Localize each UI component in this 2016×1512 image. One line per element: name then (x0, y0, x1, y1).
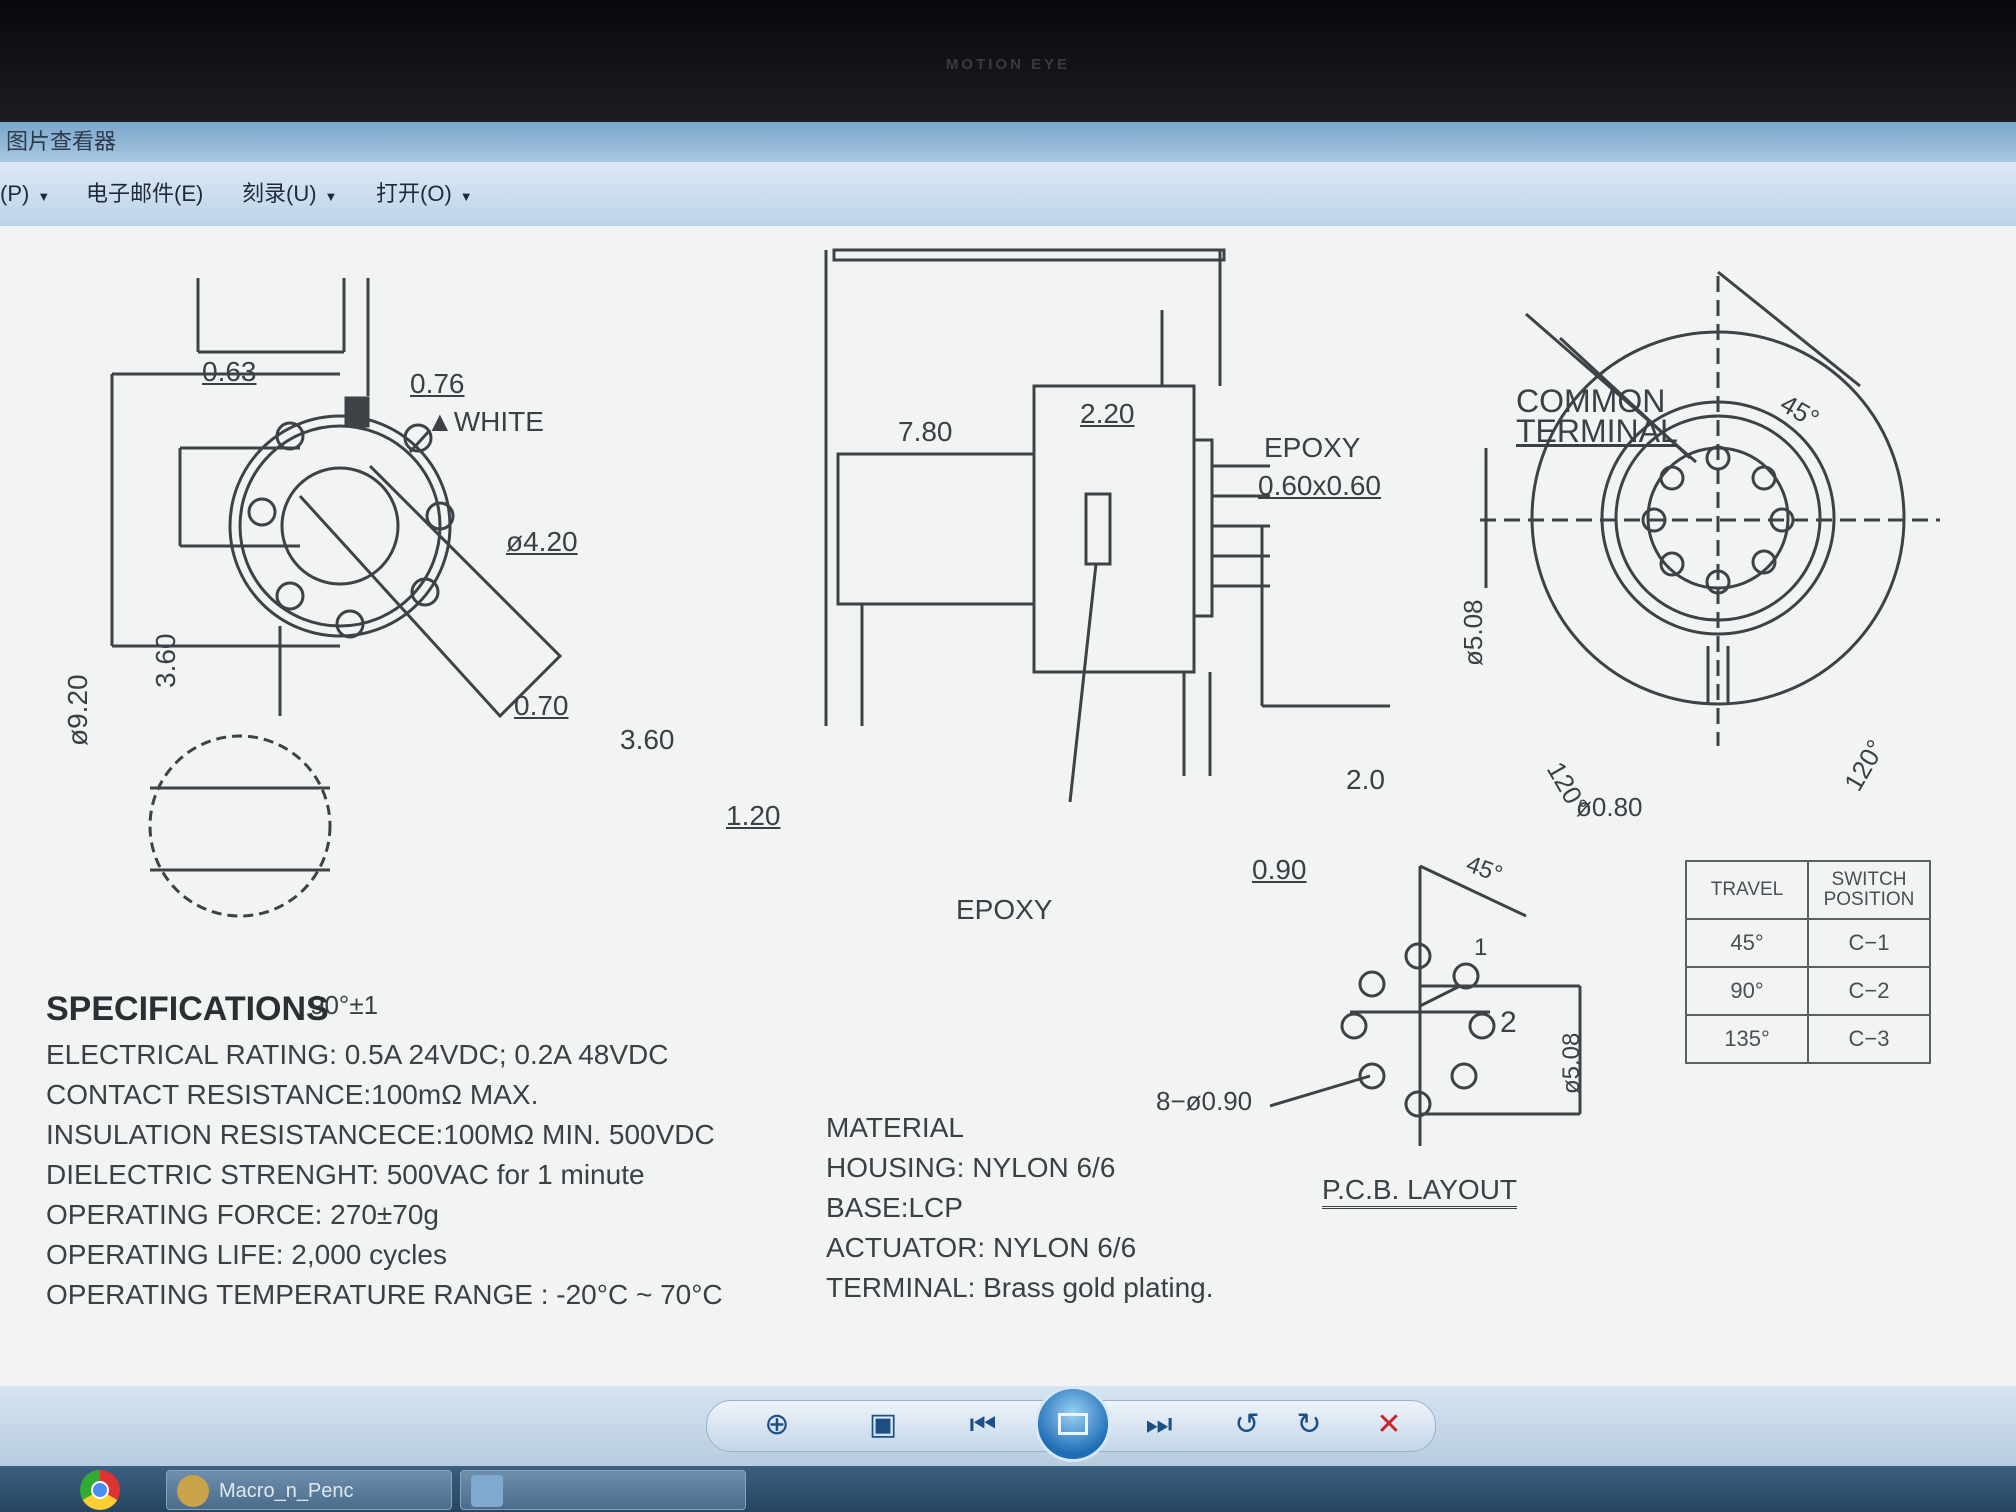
window-title: 图片查看器 (0, 122, 2016, 162)
pcb-position-2: 2 (1500, 1006, 1517, 1039)
viewer-toolbar: ⊕ ▣ ⏮ ⏭ ↺ ↻ ✕ (0, 1386, 2016, 1466)
taskbar-item-label: Macro_n_Penc (219, 1480, 354, 1502)
fit-window-icon[interactable]: ▣ (868, 1407, 898, 1442)
dim-220: 2.20 (1080, 398, 1135, 429)
photo-viewer-icon (471, 1475, 503, 1507)
dim-360: 3.60 (620, 724, 675, 755)
table-cell-position: C−2 (1807, 966, 1931, 1016)
table-cell-position: C−3 (1807, 1014, 1931, 1064)
material-heading: MATERIAL (826, 1112, 964, 1143)
table-cell-travel: 90° (1685, 966, 1809, 1016)
menu-burn[interactable]: 刻录(U) ▼ (242, 178, 337, 210)
white-marker: ▲WHITE (426, 406, 544, 437)
previous-icon[interactable]: ⏮ (969, 1407, 997, 1442)
table-header-switch-position: SWITCH POSITION (1807, 860, 1931, 920)
dim-120: 1.20 (726, 800, 781, 831)
menu-bar: (P) ▼ 电子邮件(E) 刻录(U) ▼ 打开(O) ▼ (0, 162, 2016, 227)
table-header-row: TRAVEL SWITCH POSITION (1685, 860, 1931, 920)
dim-063: 0.63 (202, 356, 257, 387)
dim-20: 2.0 (1346, 764, 1385, 795)
pcb-dia-508: ø5.08 (1558, 1032, 1585, 1094)
monitor-brand: MOTION EYE (945, 56, 1071, 73)
app-icon (177, 1475, 209, 1507)
slideshow-icon[interactable] (1035, 1386, 1111, 1462)
dia-920: ø9.20 (62, 674, 93, 746)
dim-780: 7.80 (898, 416, 953, 447)
zoom-in-icon[interactable]: ⊕ (764, 1407, 790, 1442)
common-label: COMMON (1516, 383, 1666, 419)
pin-size-label: 0.60x0.60 (1258, 470, 1381, 501)
pcb-holes: 8−ø0.90 (1156, 1086, 1253, 1116)
detail-angle-note: 90°±1 (310, 990, 379, 1020)
taskbar: Macro_n_Penc (0, 1466, 2016, 1512)
dim-076: 0.76 (410, 368, 465, 399)
image-canvas: 0.63 0.76 ▲WHITE ø4.20 ø9.20 3.60 0.70 3… (0, 226, 2016, 1386)
table-row: 90° C−2 (1685, 966, 1931, 1016)
rotate-right-icon[interactable]: ↻ (1296, 1407, 1322, 1442)
material-list: MATERIAL HOUSING: NYLON 6/6 BASE:LCP ACT… (826, 1108, 1214, 1308)
taskbar-item-photo-viewer[interactable] (460, 1470, 746, 1510)
material-terminal: TERMINAL: Brass gold plating. (826, 1272, 1214, 1303)
spec-electrical-rating: ELECTRICAL RATING: 0.5A 24VDC; 0.2A 48VD… (46, 1039, 669, 1070)
material-actuator: ACTUATOR: NYLON 6/6 (826, 1232, 1137, 1263)
epoxy-top-label: EPOXY (1264, 432, 1361, 463)
menu-open[interactable]: 打开(O) ▼ (376, 178, 473, 210)
dim-360-vertical: 3.60 (150, 633, 181, 689)
menu-email[interactable]: 电子邮件(E) (86, 178, 203, 210)
spec-contact-resistance: CONTACT RESISTANCE:100mΩ MAX. (46, 1079, 539, 1110)
specifications: SPECIFICATIONS ELECTRICAL RATING: 0.5A 2… (46, 990, 723, 1315)
menu-burn-label: 刻录(U) (242, 181, 317, 206)
table-row: 135° C−3 (1685, 1014, 1931, 1064)
dim-070: 0.70 (514, 690, 569, 721)
material-housing: HOUSING: NYLON 6/6 (826, 1152, 1116, 1183)
pcb-position-1: 1 (1474, 934, 1488, 961)
table-cell-travel: 135° (1685, 1014, 1809, 1064)
menu-print-label: (P) (0, 181, 30, 206)
menu-open-label: 打开(O) (376, 181, 452, 206)
material-base: BASE:LCP (826, 1192, 963, 1223)
chevron-down-icon: ▼ (324, 189, 338, 204)
chrome-icon[interactable] (80, 1470, 120, 1510)
dia-508: ø5.08 (1458, 599, 1488, 667)
technical-drawing (110, 248, 1940, 1146)
table-cell-position: C−1 (1807, 918, 1931, 968)
spec-insulation-resistance: INSULATION RESISTANCECE:100MΩ MIN. 500VD… (46, 1119, 715, 1150)
chevron-down-icon: ▼ (459, 189, 473, 204)
pcb-layout-label: P.C.B. LAYOUT (1322, 1174, 1518, 1209)
taskbar-item-macro[interactable]: Macro_n_Penc (166, 1470, 452, 1510)
menu-print[interactable]: (P) ▼ (0, 178, 50, 210)
table-header-travel: TRAVEL (1685, 860, 1809, 920)
spec-dielectric-strength: DIELECTRIC STRENGHT: 500VAC for 1 minute (46, 1159, 645, 1190)
delete-icon[interactable]: ✕ (1376, 1407, 1402, 1442)
spec-operating-life: OPERATING LIFE: 2,000 cycles (46, 1239, 447, 1270)
table-row: 45° C−1 (1685, 918, 1931, 968)
table-cell-travel: 45° (1685, 918, 1809, 968)
spec-operating-force: OPERATING FORCE: 270±70g (46, 1199, 439, 1230)
slideshow-screen-icon (1058, 1413, 1088, 1435)
spec-operating-temperature: OPERATING TEMPERATURE RANGE : -20°C ~ 70… (46, 1279, 723, 1310)
specifications-title: SPECIFICATIONS (46, 990, 329, 1028)
photo-viewer-window: 图片查看器 (P) ▼ 电子邮件(E) 刻录(U) ▼ 打开(O) ▼ (0, 122, 2016, 1512)
monitor-bezel: MOTION EYE (0, 0, 2016, 122)
dia-080: ø0.80 (1576, 792, 1643, 822)
dia-420: ø4.20 (506, 526, 578, 557)
terminal-label: TERMINAL (1516, 413, 1678, 449)
rotate-left-icon[interactable]: ↺ (1234, 1407, 1260, 1442)
epoxy-bottom-label: EPOXY (956, 894, 1053, 925)
dim-090: 0.90 (1252, 854, 1307, 885)
next-icon[interactable]: ⏭ (1145, 1407, 1173, 1442)
common-terminal-label: COMMON TERMINAL (1516, 383, 1678, 449)
menu-email-label: 电子邮件(E) (86, 181, 204, 206)
chevron-down-icon: ▼ (37, 189, 51, 204)
travel-table: TRAVEL SWITCH POSITION 45° C−1 90° C−2 1… (1685, 860, 1931, 1064)
